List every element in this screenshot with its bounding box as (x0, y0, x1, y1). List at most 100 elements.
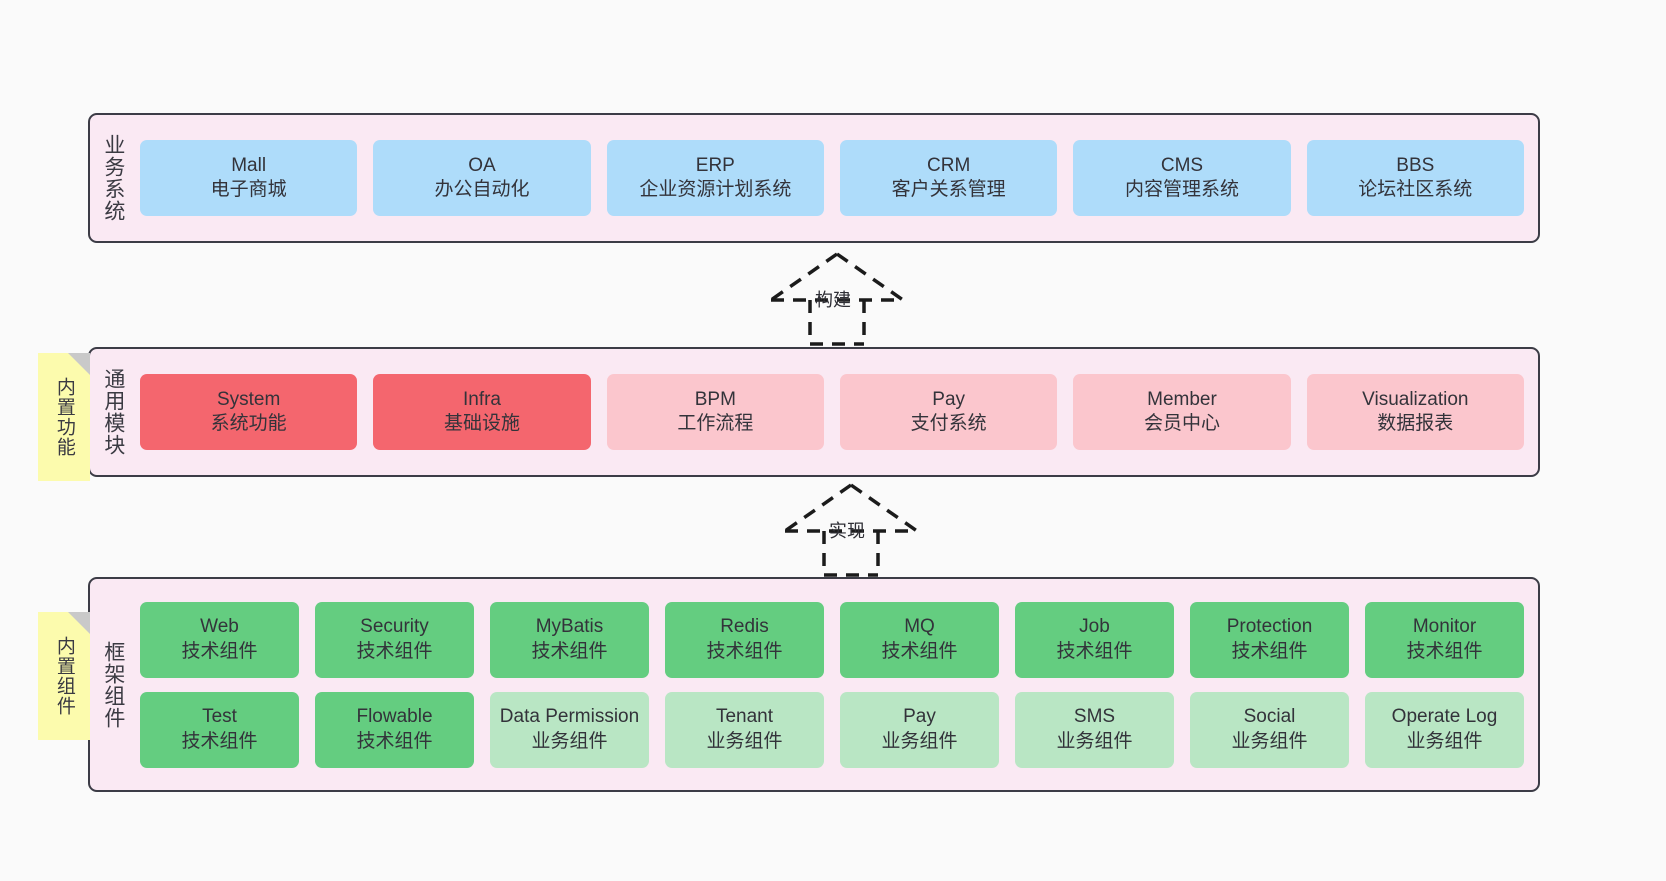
note-fold-icon (68, 353, 90, 375)
card-job[interactable]: Job 技术组件 (1015, 601, 1174, 678)
note-fold-icon (68, 612, 90, 634)
card-subtitle: 技术组件 (1406, 640, 1483, 662)
card-bpm[interactable]: BPM 工作流程 (606, 374, 824, 450)
card-subtitle: 技术组件 (706, 640, 783, 662)
card-visualization[interactable]: Visualization 数据报表 (1306, 374, 1524, 450)
card-title: Pay (932, 388, 966, 410)
card-subtitle: 技术组件 (181, 640, 258, 662)
card-row: Test 技术组件 Flowable 技术组件 Data Permission … (140, 691, 1524, 768)
card-subtitle: 企业资源计划系统 (639, 179, 792, 200)
card-title: Tenant (715, 706, 774, 728)
card-subtitle: 技术组件 (531, 640, 608, 662)
card-subtitle: 技术组件 (356, 640, 433, 662)
note-builtin-components: 内置组件 (38, 612, 90, 740)
layer-business-systems: 业务系统 Mall 电子商城 OA 办公自动化 ERP 企业资源计划系统 CRM… (88, 113, 1540, 243)
connector-implement: 实现 (766, 481, 936, 577)
note-builtin-functions: 内置功能 (38, 353, 90, 481)
card-erp[interactable]: ERP 企业资源计划系统 (606, 140, 824, 216)
card-mall[interactable]: Mall 电子商城 (140, 140, 358, 216)
connector-build: 构建 (752, 250, 922, 346)
layer-body-framework-components: Web 技术组件 Security 技术组件 MyBatis 技术组件 Redi… (136, 579, 1538, 790)
card-subtitle: 数据报表 (1377, 413, 1454, 434)
connector-label-implement: 实现 (829, 521, 865, 541)
card-subtitle: 基础设施 (443, 413, 520, 434)
card-subtitle: 业务组件 (1231, 730, 1308, 752)
card-subtitle: 工作流程 (677, 413, 754, 434)
card-subtitle: 会员中心 (1143, 413, 1220, 434)
card-bbs[interactable]: BBS 论坛社区系统 (1306, 140, 1524, 216)
card-title: Web (200, 616, 239, 638)
card-operate-log[interactable]: Operate Log 业务组件 (1365, 691, 1524, 768)
card-test[interactable]: Test 技术组件 (140, 691, 299, 768)
card-subtitle: 业务组件 (706, 730, 783, 752)
card-infra[interactable]: Infra 基础设施 (373, 374, 591, 450)
card-subtitle: 技术组件 (181, 730, 258, 752)
layer-label-framework-components: 框架组件 (101, 640, 125, 729)
card-subtitle: 业务组件 (1406, 730, 1483, 752)
card-title: Job (1079, 616, 1110, 638)
card-title: Pay (903, 706, 936, 728)
card-subtitle: 技术组件 (356, 730, 433, 752)
card-row: System 系统功能 Infra 基础设施 BPM 工作流程 Pay 支付系统… (140, 374, 1524, 450)
card-title: CRM (927, 154, 971, 176)
layer-body-common-modules: System 系统功能 Infra 基础设施 BPM 工作流程 Pay 支付系统… (136, 349, 1538, 475)
card-title: Operate Log (1391, 706, 1498, 728)
card-subtitle: 系统功能 (210, 413, 287, 434)
card-social[interactable]: Social 业务组件 (1190, 691, 1349, 768)
connector-label-build: 构建 (815, 290, 851, 310)
card-title: Flowable (356, 706, 433, 728)
layer-label-common-modules: 通用模块 (101, 368, 125, 456)
card-title: Social (1243, 706, 1296, 728)
card-title: Test (202, 706, 237, 728)
card-title: SMS (1073, 706, 1116, 728)
card-title: Security (360, 616, 429, 638)
card-title: Data Permission (499, 706, 640, 728)
card-tenant[interactable]: Tenant 业务组件 (665, 691, 824, 768)
card-title: BPM (694, 388, 736, 410)
card-title: Infra (462, 388, 501, 410)
card-subtitle: 办公自动化 (434, 179, 530, 200)
card-title: CMS (1160, 154, 1204, 176)
card-data-permission[interactable]: Data Permission 业务组件 (490, 691, 649, 768)
card-subtitle: 技术组件 (1231, 640, 1308, 662)
card-cms[interactable]: CMS 内容管理系统 (1073, 140, 1291, 216)
card-mybatis[interactable]: MyBatis 技术组件 (490, 601, 649, 678)
card-flowable[interactable]: Flowable 技术组件 (315, 691, 474, 768)
card-title: Monitor (1412, 616, 1477, 638)
layer-label-business-systems: 业务系统 (101, 134, 125, 222)
card-oa[interactable]: OA 办公自动化 (373, 140, 591, 216)
card-subtitle: 论坛社区系统 (1358, 179, 1473, 200)
card-sms[interactable]: SMS 业务组件 (1015, 691, 1174, 768)
card-title: System (216, 388, 281, 410)
card-security[interactable]: Security 技术组件 (315, 601, 474, 678)
card-title: Protection (1226, 616, 1313, 638)
card-subtitle: 技术组件 (881, 640, 958, 662)
card-title: Visualization (1362, 388, 1469, 410)
card-subtitle: 电子商城 (210, 179, 287, 200)
note-text: 内置组件 (53, 636, 75, 716)
card-pay-module[interactable]: Pay 支付系统 (839, 374, 1058, 450)
card-system[interactable]: System 系统功能 (140, 374, 358, 450)
card-title: Redis (720, 616, 769, 638)
card-title: BBS (1396, 154, 1435, 176)
card-subtitle: 业务组件 (881, 730, 958, 752)
card-row: Mall 电子商城 OA 办公自动化 ERP 企业资源计划系统 CRM 客户关系… (140, 140, 1524, 216)
card-mq[interactable]: MQ 技术组件 (840, 601, 999, 678)
note-text: 内置功能 (53, 377, 75, 457)
card-title: ERP (695, 154, 735, 176)
card-monitor[interactable]: Monitor 技术组件 (1365, 601, 1524, 678)
card-subtitle: 内容管理系统 (1124, 179, 1239, 200)
card-title: Member (1147, 388, 1217, 410)
card-crm[interactable]: CRM 客户关系管理 (839, 140, 1058, 216)
card-title: Mall (231, 154, 267, 176)
card-protection[interactable]: Protection 技术组件 (1190, 601, 1349, 678)
card-redis[interactable]: Redis 技术组件 (665, 601, 824, 678)
card-member[interactable]: Member 会员中心 (1073, 374, 1291, 450)
card-web[interactable]: Web 技术组件 (140, 601, 299, 678)
card-title: MyBatis (535, 616, 604, 638)
card-title: MQ (904, 616, 935, 638)
layer-framework-components: 框架组件 Web 技术组件 Security 技术组件 MyBatis 技术组件… (88, 577, 1540, 792)
card-pay-component[interactable]: Pay 业务组件 (840, 691, 999, 768)
card-subtitle: 技术组件 (1056, 640, 1133, 662)
